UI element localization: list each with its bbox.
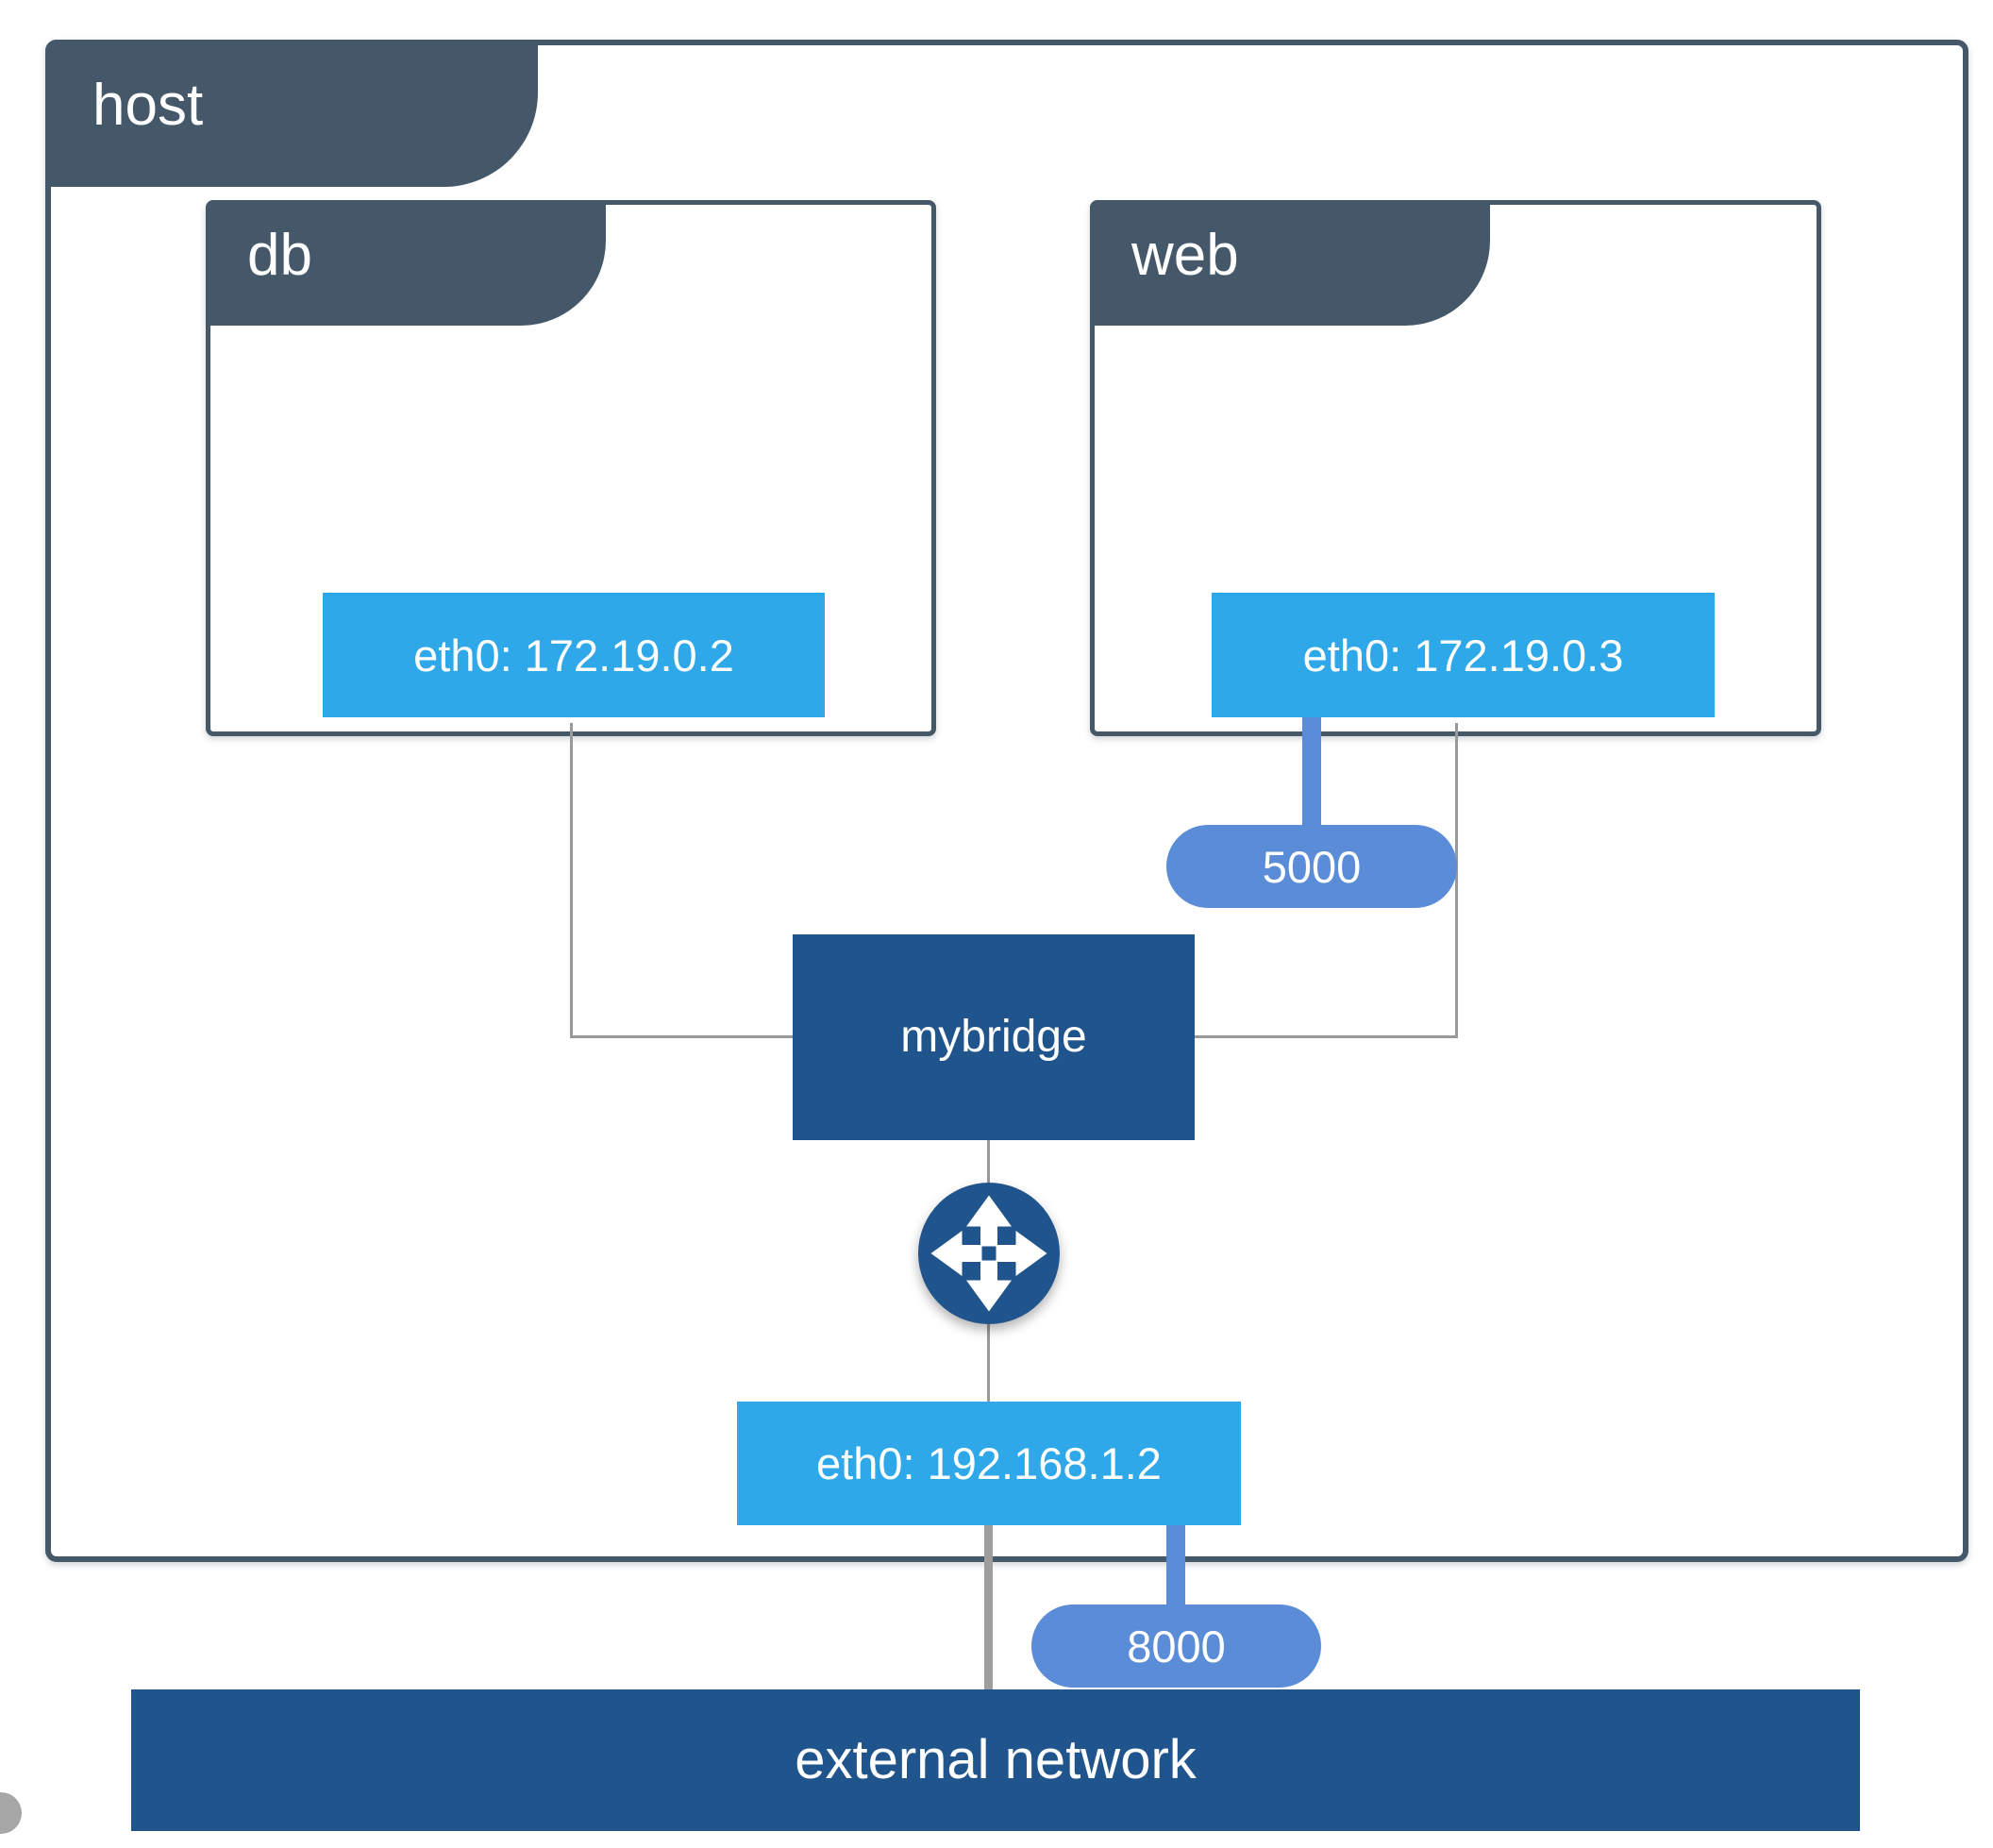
port-5000-connector xyxy=(1302,706,1321,831)
web-eth0-badge: eth0: 172.19.0.3 xyxy=(1212,593,1715,717)
external-network-label: external network xyxy=(795,1729,1197,1790)
port-5000-label: 5000 xyxy=(1262,841,1362,892)
host-box xyxy=(45,40,1968,1562)
db-tab: db xyxy=(206,200,606,326)
web-bridge-connector-horizontal xyxy=(1187,1035,1458,1038)
db-label: db xyxy=(247,222,312,288)
external-network-bar: external network xyxy=(131,1689,1860,1831)
port-8000-label: 8000 xyxy=(1127,1621,1226,1672)
web-eth0-label: eth0: 172.19.0.3 xyxy=(1302,630,1624,680)
host-eth0-label: eth0: 192.168.1.2 xyxy=(816,1438,1162,1488)
router-crossed-arrows-icon xyxy=(918,1183,1060,1324)
db-eth0-label: eth0: 172.19.0.2 xyxy=(413,630,734,680)
web-label: web xyxy=(1131,222,1239,288)
host-label: host xyxy=(92,73,204,138)
port-8000-connector xyxy=(1166,1512,1185,1610)
bridge-label: mybridge xyxy=(900,1012,1087,1062)
bridge-node: mybridge xyxy=(793,934,1195,1140)
router-arrows-glyph xyxy=(930,1195,1047,1312)
db-bridge-connector-horizontal xyxy=(570,1035,800,1038)
web-bridge-connector-vertical xyxy=(1455,723,1458,1038)
port-8000-pill: 8000 xyxy=(1031,1604,1321,1688)
port-5000-pill: 5000 xyxy=(1166,825,1457,908)
host-tab: host xyxy=(45,40,538,187)
db-eth0-badge: eth0: 172.19.0.2 xyxy=(323,593,825,717)
web-tab: web xyxy=(1090,200,1490,326)
page-edge-dot xyxy=(0,1792,22,1834)
host-external-connector xyxy=(984,1521,993,1693)
db-bridge-connector-vertical xyxy=(570,723,573,1038)
host-eth0-badge: eth0: 192.168.1.2 xyxy=(737,1402,1241,1525)
